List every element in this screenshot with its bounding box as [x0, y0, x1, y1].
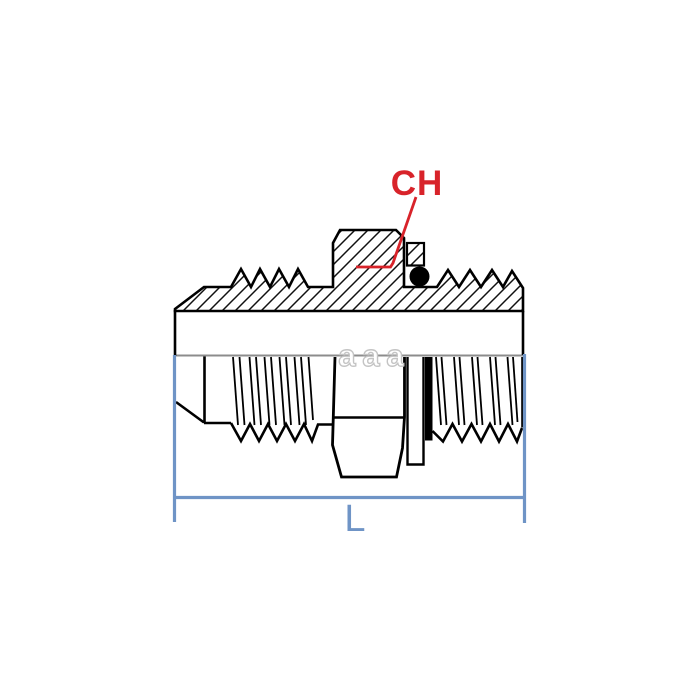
- undercut-groove: [425, 357, 433, 441]
- watermark-letter: a: [386, 338, 404, 373]
- dimension-l: [172, 354, 527, 523]
- left-thread-root: [229, 421, 333, 445]
- watermark: a a a: [338, 337, 405, 373]
- length-label: L: [344, 498, 365, 540]
- jic-nose: [175, 356, 231, 425]
- ch-label: CH: [391, 164, 444, 203]
- washer-plate-outline: [406, 357, 425, 466]
- right-thread-flanks: [435, 356, 519, 426]
- right-thread-root: [431, 421, 524, 445]
- left-thread-flanks: [232, 356, 314, 426]
- washer-plate-fill: [407, 357, 424, 465]
- lower-exterior-view: [175, 356, 524, 479]
- backup-washer-section: [405, 241, 426, 267]
- upper-section-view: [173, 228, 525, 356]
- watermark-letter: a: [362, 338, 380, 373]
- watermark-letter: a: [338, 338, 356, 373]
- o-ring-dot: [409, 266, 430, 287]
- body-section-profile: [173, 228, 525, 313]
- ch-leader-line: [356, 196, 418, 269]
